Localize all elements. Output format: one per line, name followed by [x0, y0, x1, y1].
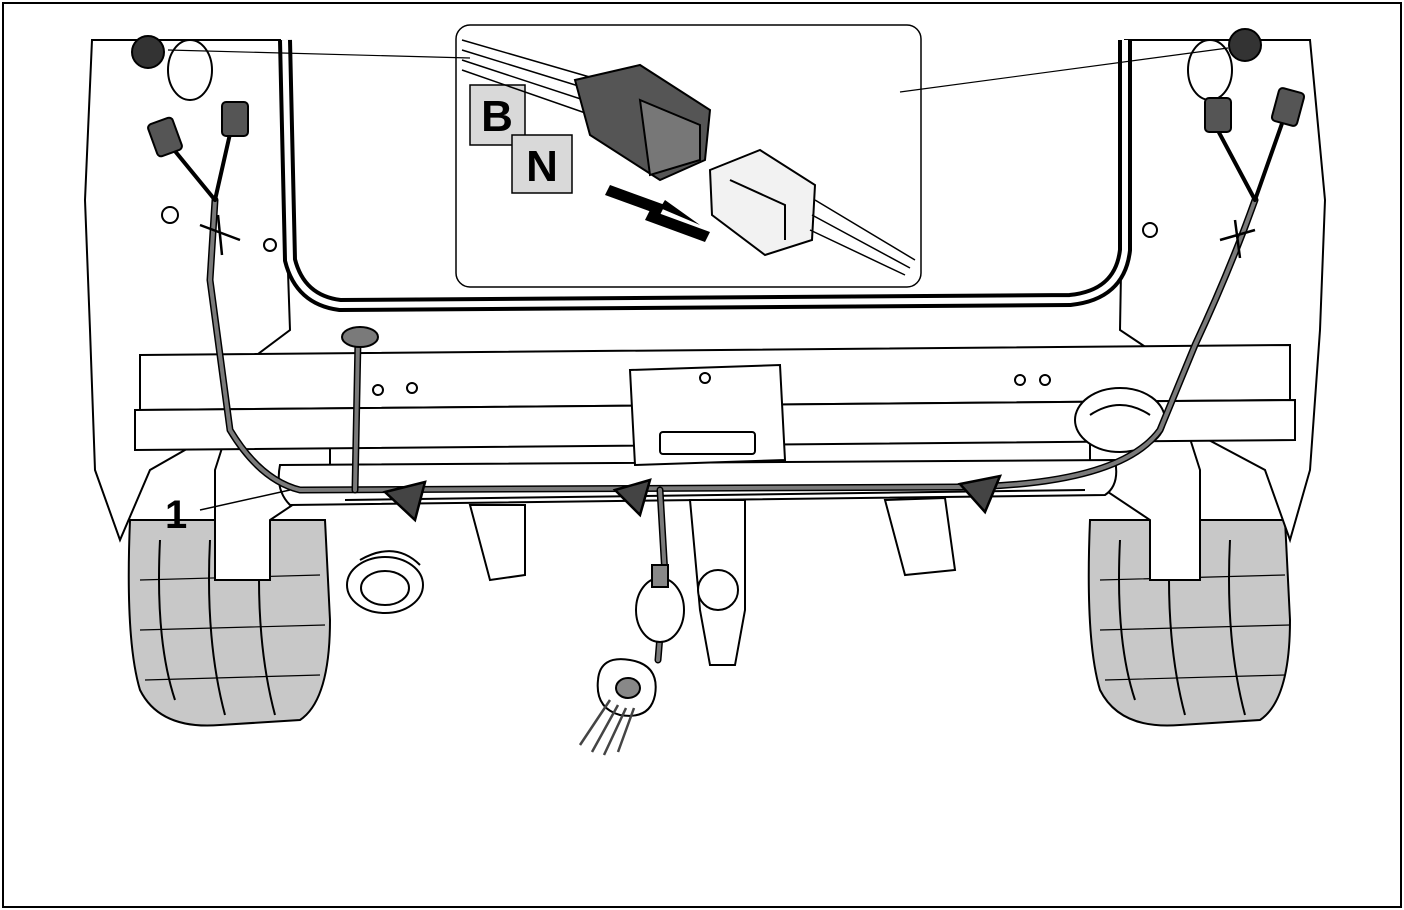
callout-1-leader	[199, 489, 291, 511]
connector-detail-inset: B N	[167, 24, 1229, 288]
trailer-socket	[578, 564, 685, 756]
leader-line-right	[899, 47, 1229, 93]
harness-connector	[708, 148, 817, 257]
harness-connectors	[131, 28, 1306, 158]
right-tire	[1087, 519, 1292, 727]
badge-b-label: B	[481, 92, 513, 141]
cable-ties	[199, 214, 1256, 523]
left-tire	[127, 519, 332, 727]
badge-n-box	[511, 134, 573, 194]
mating-arrows	[605, 185, 710, 242]
grommet	[341, 326, 379, 348]
vehicle-connector	[573, 63, 712, 182]
badge-n-label: N	[526, 142, 558, 191]
wiring-harness	[168, 113, 1287, 664]
leader-line-left	[167, 49, 471, 59]
callout-1-label: 1	[165, 493, 187, 537]
